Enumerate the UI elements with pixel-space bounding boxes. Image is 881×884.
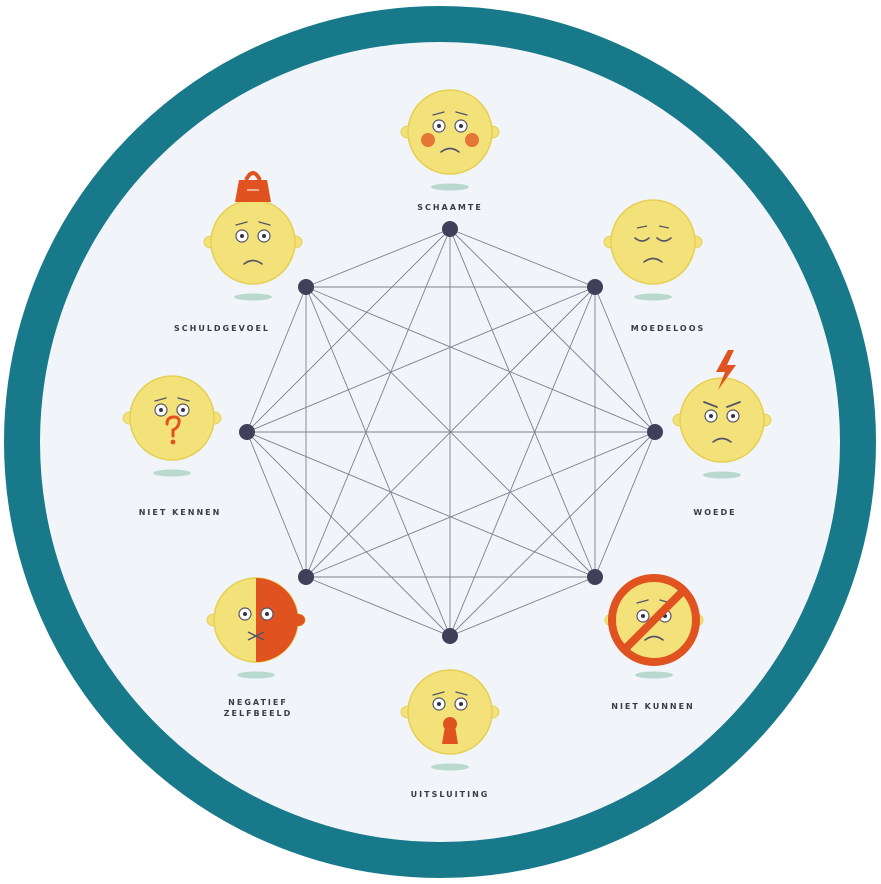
label-uitsluiting: UITSLUITING	[410, 790, 490, 799]
node-schaamte	[442, 221, 458, 237]
network-edge	[305, 286, 596, 578]
node-niet-kennen	[239, 424, 255, 440]
angry-lightning-face-icon	[672, 350, 772, 463]
node-moedeloos	[587, 279, 603, 295]
face-shadow	[153, 469, 191, 477]
label-moedeloos: MOEDELOOS	[630, 324, 706, 333]
node-schuldgevoel	[298, 279, 314, 295]
network-edge	[246, 431, 451, 637]
keyhole-face-icon	[400, 669, 500, 755]
network-nodes	[239, 221, 663, 644]
label-schaamte: SCHAAMTE	[417, 203, 483, 212]
network-edge	[449, 576, 596, 637]
blushing-face-icon	[400, 89, 500, 175]
network-edge	[449, 286, 596, 637]
network-edge	[305, 228, 451, 288]
network-edge	[246, 431, 596, 578]
network-edge	[305, 576, 451, 637]
label-niet-kunnen: NIET KUNNEN	[611, 702, 695, 711]
label-niet-kennen: NIET KENNEN	[138, 508, 222, 517]
prohibited-face-icon	[604, 574, 704, 666]
face-shadow	[431, 183, 469, 191]
network-edge	[305, 431, 656, 578]
face-shadow	[635, 671, 673, 679]
network-edges	[246, 228, 656, 637]
network-edge	[594, 431, 656, 578]
label-schuldgevoel: SCHULDGEVOEL	[173, 324, 271, 333]
split-face-icon	[206, 577, 306, 663]
label-negatief-zelfbeeld: NEGATIEF ZELFBEELD	[223, 698, 293, 718]
network-edge	[246, 286, 307, 433]
network-edge	[449, 228, 656, 433]
network-edge	[305, 286, 656, 433]
face-shadow	[703, 471, 741, 479]
network-edge	[246, 286, 596, 433]
node-uitsluiting	[442, 628, 458, 644]
question-face-icon	[122, 375, 222, 461]
weight-face-icon	[203, 171, 303, 285]
node-niet-kunnen	[587, 569, 603, 585]
label-woede: WOEDE	[693, 508, 737, 517]
emotion-faces	[122, 89, 772, 771]
network-edge	[594, 286, 656, 433]
face-shadow	[237, 671, 275, 679]
network-edge	[449, 228, 596, 288]
face-shadow	[234, 293, 272, 301]
face-shadow	[431, 763, 469, 771]
network-edge	[305, 286, 451, 637]
face-shadow	[634, 293, 672, 301]
node-woede	[647, 424, 663, 440]
sad-closed-eyes-face-icon	[603, 199, 703, 285]
node-negatief-zelfbeeld	[298, 569, 314, 585]
network-edge	[246, 431, 307, 578]
network-edge	[246, 228, 451, 433]
